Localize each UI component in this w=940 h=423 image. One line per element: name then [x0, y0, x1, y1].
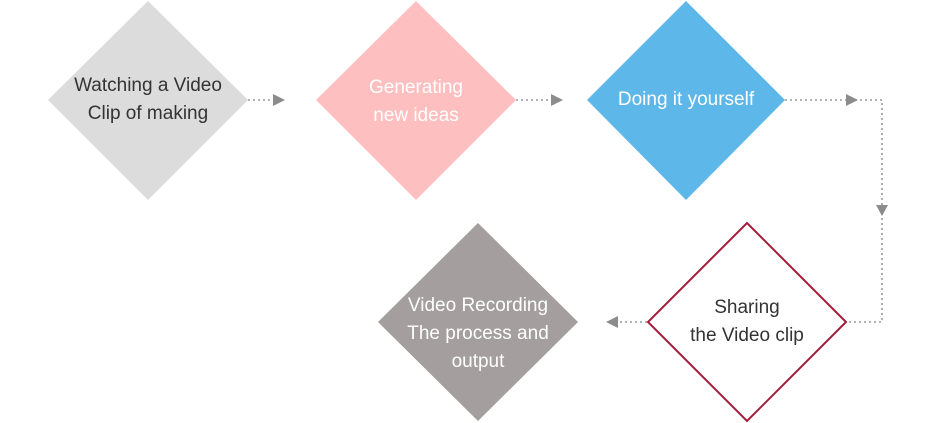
- step-doing-label: Doing it yourself: [617, 89, 755, 110]
- step-doing-diamond: [587, 1, 785, 200]
- step-sharing-label: Sharing the Video clip: [690, 297, 804, 346]
- arrowhead-down-to-sharing: [876, 205, 888, 216]
- step-generating-diamond: [316, 1, 516, 200]
- arrowhead-to-generating: [273, 94, 285, 106]
- arrowheads: [273, 94, 888, 328]
- arrowhead-right-corner: [846, 94, 858, 106]
- step-watching-diamond: [48, 1, 248, 200]
- arrowhead-to-doing: [551, 94, 563, 106]
- connector-doing-sharing: [785, 99, 883, 323]
- step-watching-label: Watching a Video Clip of making: [74, 75, 222, 124]
- arrowhead-to-recording: [606, 316, 618, 328]
- step-recording-label: Video Recording The process and output: [407, 295, 549, 372]
- step-recording-diamond: [378, 223, 578, 421]
- steps: [48, 1, 848, 423]
- connectors: [248, 99, 883, 323]
- step-sharing-diamond: [646, 221, 848, 423]
- step-generating-label: Generating new ideas: [368, 77, 463, 126]
